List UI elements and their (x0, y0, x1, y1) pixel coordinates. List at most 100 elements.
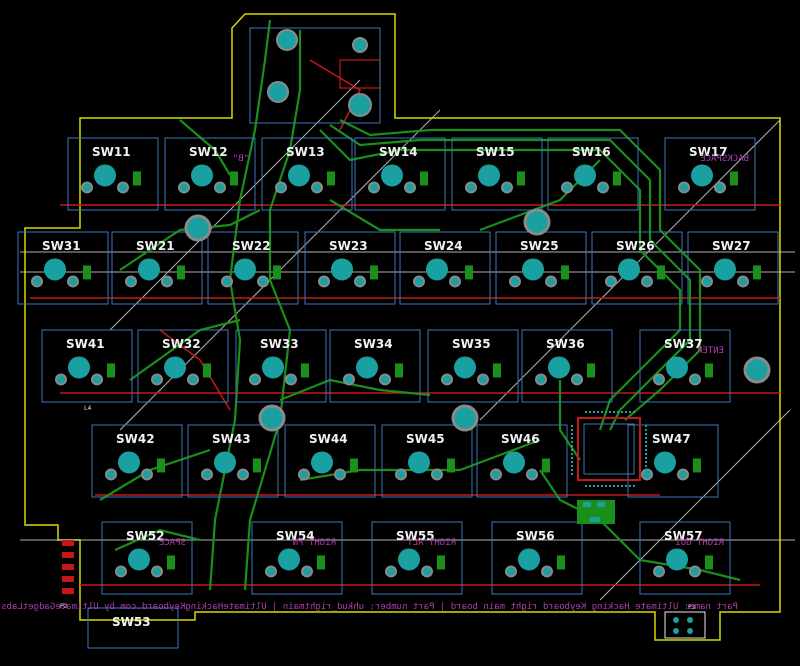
switch-legend: ENTER (696, 346, 724, 356)
switch-diode (370, 265, 378, 280)
switch-center-pad (522, 258, 544, 281)
switch-pin-pad (441, 373, 453, 386)
switch-pin-pad (571, 373, 583, 386)
switch-label: SW12 (189, 145, 228, 159)
switch-courtyard (491, 521, 583, 595)
switch-center-pad (68, 356, 90, 379)
mounting-hole (184, 214, 212, 242)
connector-pad (276, 29, 298, 51)
switch-pin-pad (449, 275, 461, 288)
switch-center-pad (503, 451, 525, 474)
switch-center-pad (94, 164, 116, 187)
switch-pin-pad (201, 468, 213, 481)
switch-courtyard (261, 137, 353, 211)
switch-sw43: SW43 (187, 424, 279, 498)
switch-label: SW16 (572, 145, 611, 159)
switch-pin-pad (421, 565, 433, 578)
switch-pin-pad (641, 275, 653, 288)
switch-label: SW26 (616, 239, 655, 253)
switch-pin-pad (161, 275, 173, 288)
switch-pin-pad (490, 468, 502, 481)
switch-label: SW17 (689, 145, 728, 159)
switch-pin-pad (385, 565, 397, 578)
switch-label: SW44 (309, 432, 348, 446)
switch-courtyard (399, 231, 491, 305)
switch-diode (273, 265, 281, 280)
switch-pin-pad (117, 181, 129, 194)
switch-legend: BACKSPACE (700, 154, 749, 164)
connector-pad (348, 93, 372, 117)
switch-center-pad (478, 164, 500, 187)
switch-diode (705, 555, 713, 570)
switch-center-pad (618, 258, 640, 281)
switch-pin-pad (501, 181, 513, 194)
p2-label: P2 (60, 603, 68, 610)
mounting-hole (523, 208, 551, 236)
switch-diode (561, 265, 569, 280)
switch-diode (437, 555, 445, 570)
switch-center-pad (191, 164, 213, 187)
switch-diode (177, 265, 185, 280)
switch-courtyard (101, 521, 193, 595)
switch-diode (301, 363, 309, 378)
switch-label: SW54 (276, 529, 315, 543)
switch-label: SW21 (136, 239, 175, 253)
switch-pin-pad (395, 468, 407, 481)
switch-pin-pad (343, 373, 355, 386)
switch-pin-pad (714, 181, 726, 194)
switch-pin-pad (187, 373, 199, 386)
mounting-hole (743, 356, 771, 384)
switch-diode (730, 171, 738, 186)
switch-courtyard (451, 137, 543, 211)
switch-sw21: SW21 (111, 231, 203, 305)
p2-connector: P2 (60, 540, 74, 610)
switch-sw24: SW24 (399, 231, 491, 305)
switch-center-pad (381, 164, 403, 187)
switch-pin-pad (653, 373, 665, 386)
switch-pin-pad (379, 373, 391, 386)
switch-diode (447, 458, 455, 473)
switch-pin-pad (55, 373, 67, 386)
switch-label: SW32 (162, 337, 201, 351)
switch-sw14: SW14 (354, 137, 446, 211)
switch-courtyard (251, 521, 343, 595)
switch-diode (317, 555, 325, 570)
switch-center-pad (654, 451, 676, 474)
switch-diode (587, 363, 595, 378)
switch-sw36: SW36 (521, 329, 613, 403)
switch-label: SW56 (516, 529, 555, 543)
switch-diode (542, 458, 550, 473)
switch-center-pad (666, 548, 688, 571)
switch-diode (705, 363, 713, 378)
switch-pin-pad (689, 373, 701, 386)
switch-label: SW24 (424, 239, 463, 253)
switch-sw53: SW53 (87, 607, 179, 649)
switch-pin-pad (105, 468, 117, 481)
switch-pin-pad (257, 275, 269, 288)
switch-courtyard (91, 424, 183, 498)
switch-pin-pad (249, 373, 261, 386)
switch-diode (753, 265, 761, 280)
switch-label: SW34 (354, 337, 393, 351)
switch-diode (657, 265, 665, 280)
switch-sw26: SW26 (591, 231, 683, 305)
switch-center-pad (214, 451, 236, 474)
p3-label: P3 (688, 604, 696, 611)
switch-label: SW23 (329, 239, 368, 253)
switch-label: SW35 (452, 337, 491, 351)
switch-pin-pad (115, 565, 127, 578)
mounting-hole (258, 404, 286, 432)
switch-label: SW25 (520, 239, 559, 253)
switch-courtyard (476, 424, 568, 498)
switch-center-pad (356, 356, 378, 379)
switch-sw44: SW44 (284, 424, 376, 498)
switch-courtyard (371, 521, 463, 595)
switch-pin-pad (701, 275, 713, 288)
switch-label: SW45 (406, 432, 445, 446)
switch-label: SW47 (652, 432, 691, 446)
switch-pin-pad (151, 373, 163, 386)
switch-label: SW22 (232, 239, 271, 253)
switch-pin-pad (221, 275, 233, 288)
